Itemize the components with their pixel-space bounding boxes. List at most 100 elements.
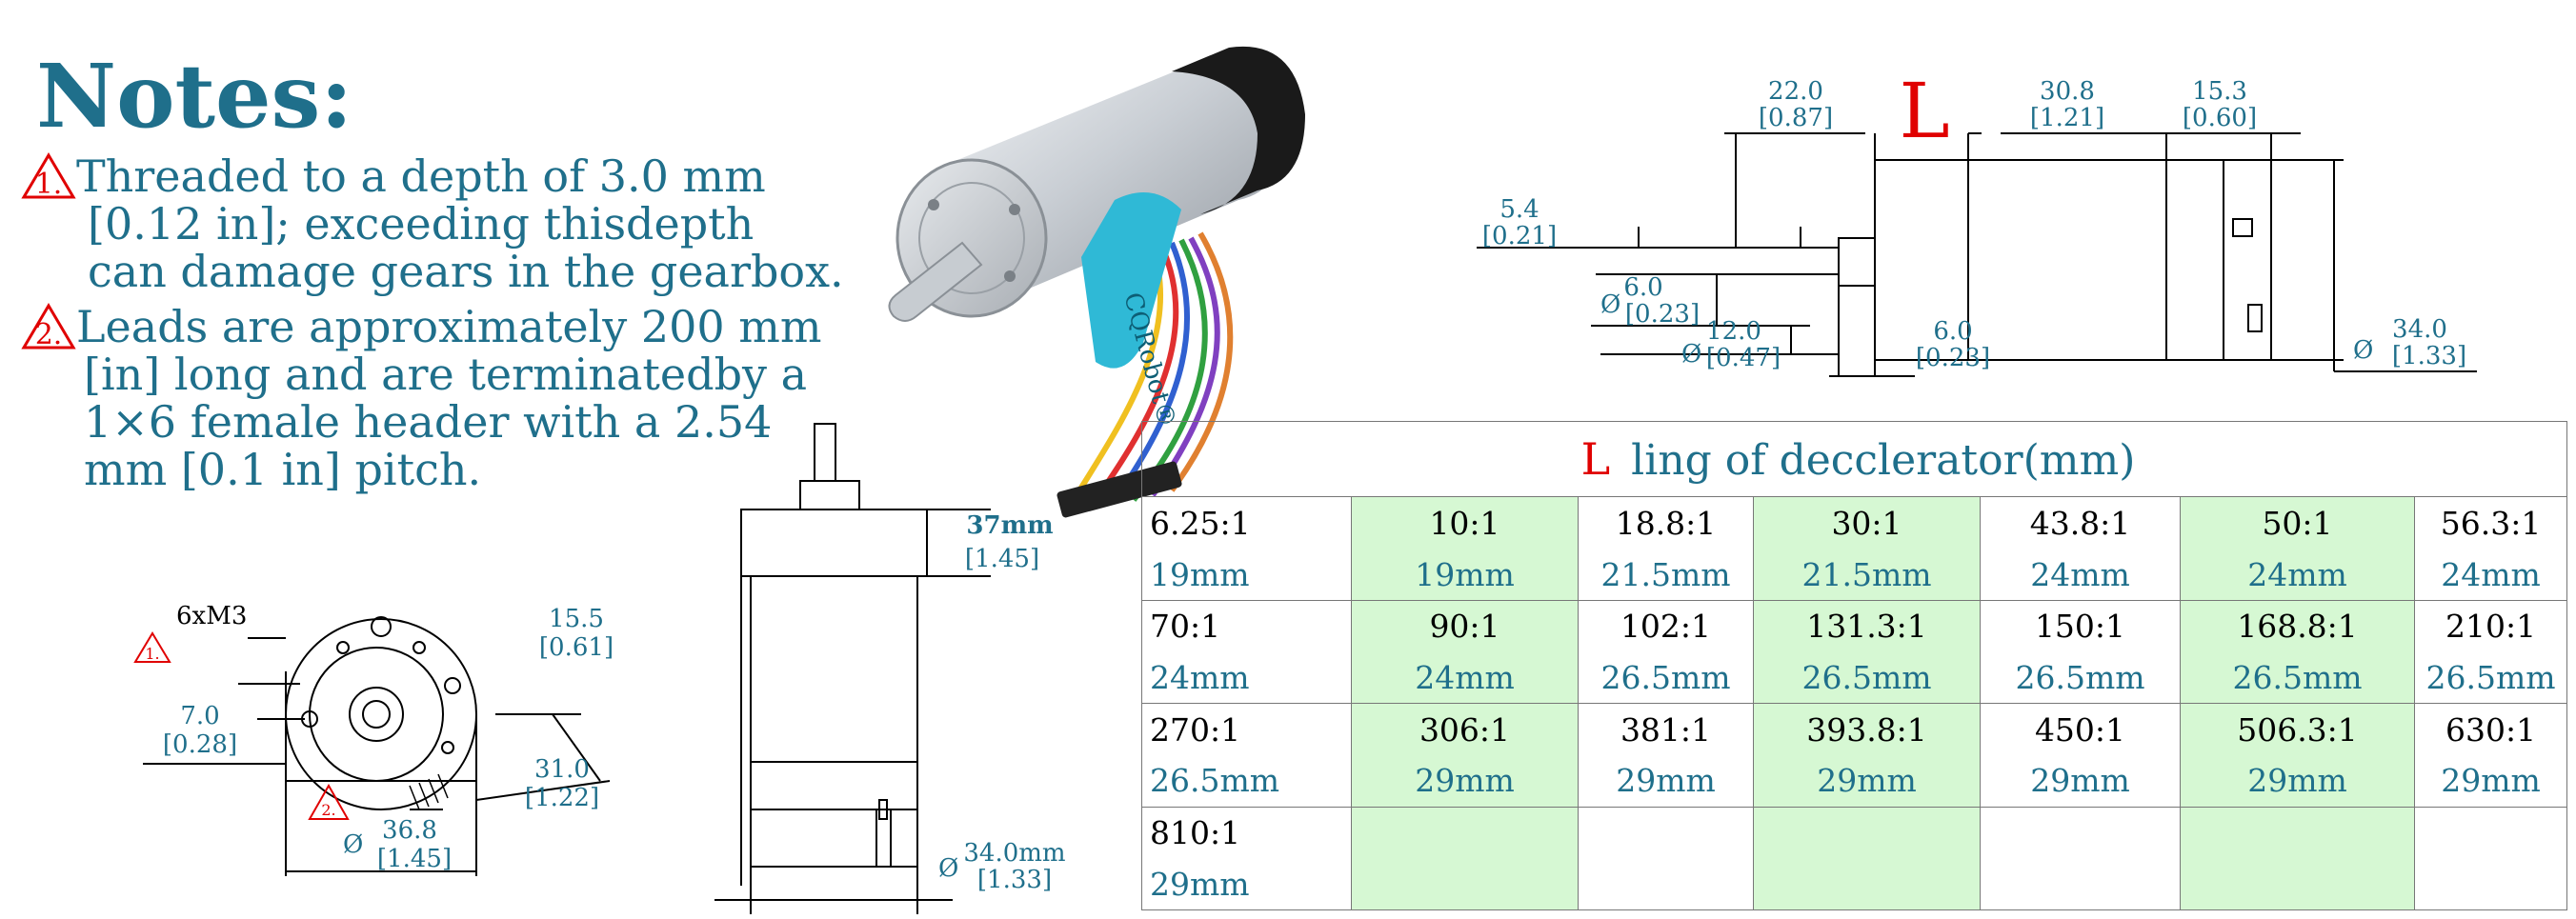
length-cell: 24mm [2180,549,2415,601]
note-1: 1. Threaded to a depth of 3.0 mm [0.12 i… [21,152,844,295]
ratio-cell: 30:1 [1753,496,1981,549]
svg-text:22.0: 22.0 [1768,77,1823,106]
svg-text:[1.22]: [1.22] [525,784,599,812]
svg-text:15.3: 15.3 [2192,77,2247,106]
note-1-line-1: Threaded to a depth of 3.0 mm [76,150,766,202]
svg-text:12.0: 12.0 [1706,317,1761,346]
ratio-cell [2413,806,2568,859]
svg-text:30.8: 30.8 [2040,77,2095,106]
length-cell: 24mm [1351,651,1579,705]
length-cell: 29mm [2180,754,2415,808]
svg-text:1.: 1. [35,168,63,200]
ratio-cell [1578,806,1754,859]
ratio-cell: 450:1 [1980,703,2181,755]
svg-text:1.: 1. [145,645,159,663]
svg-text:[0.23]: [0.23] [1625,300,1700,329]
svg-text:5.4: 5.4 [1499,195,1539,224]
length-cell: 29mm [2413,754,2568,808]
ratio-cell: 90:1 [1351,599,1579,652]
ratio-cell: 102:1 [1578,599,1754,652]
ratio-cell: 306:1 [1351,703,1579,755]
ratio-cell: 210:1 [2413,599,2568,652]
note-2-line-2: [in] long and are terminatedby a [84,349,808,400]
svg-text:Ø: Ø [2353,336,2373,365]
svg-text:[0.60]: [0.60] [2183,104,2257,132]
svg-text:36.8: 36.8 [382,816,437,845]
svg-text:6.0: 6.0 [1933,317,1972,346]
svg-text:Ø: Ø [938,854,958,883]
length-cell: 29mm [1141,858,1352,911]
svg-text:15.5: 15.5 [549,605,604,633]
svg-text:[1.21]: [1.21] [2030,104,2104,132]
svg-text:Ø: Ø [1681,340,1701,369]
note-2-line-1: Leads are approximately 200 mm [76,301,822,352]
svg-text:34.0mm: 34.0mm [963,839,1065,868]
ratio-cell: 393.8:1 [1753,703,1981,755]
length-cell [2413,858,2568,911]
svg-text:37mm: 37mm [966,511,1053,540]
svg-text:7.0: 7.0 [180,702,219,730]
ratio-cell: 168.8:1 [2180,599,2415,652]
warning-triangle-icon: 1. [21,152,76,200]
svg-text:31.0: 31.0 [534,755,590,784]
ratio-cell [1351,806,1579,859]
length-cell: 29mm [1578,754,1754,808]
ratio-cell [2180,806,2415,859]
svg-text:[0.61]: [0.61] [539,633,614,662]
svg-text:6xM3: 6xM3 [176,602,247,630]
middle-view-drawing: 37mm [1.45] Ø 34.0mm [1.33] [714,423,1066,914]
length-cell [1578,858,1754,911]
svg-text:2.: 2. [321,801,335,819]
ratio-cell: 506.3:1 [2180,703,2415,755]
note-2: 2. Leads are approximately 200 mm [in] l… [21,303,822,493]
length-cell [1980,858,2181,911]
ratio-cell: 50:1 [2180,496,2415,549]
length-cell [1753,858,1981,911]
motor-photo: CQRobot® [888,46,1305,518]
svg-text:[1.33]: [1.33] [2392,342,2466,370]
length-cell [2180,858,2415,911]
length-cell: 26.5mm [2413,651,2568,705]
length-cell: 21.5mm [1578,549,1754,601]
svg-text:[1.45]: [1.45] [377,845,452,873]
length-cell: 26.5mm [1578,651,1754,705]
svg-text:[0.47]: [0.47] [1706,344,1781,372]
ratio-cell: 150:1 [1980,599,2181,652]
svg-text:2.: 2. [35,318,63,350]
ratio-cell: 630:1 [2413,703,2568,755]
length-cell: 26.5mm [1753,651,1981,705]
warning-triangle-icon: 2. [21,303,76,350]
length-cell: 26.5mm [1980,651,2181,705]
ratio-cell: 56.3:1 [2413,496,2568,549]
ratio-cell: 43.8:1 [1980,496,2181,549]
ratio-cell [1980,806,2181,859]
length-cell: 29mm [1351,754,1579,808]
length-cell: 19mm [1141,549,1352,601]
svg-text:6.0: 6.0 [1623,273,1662,302]
length-cell: 24mm [1980,549,2181,601]
length-cell: 24mm [1141,651,1352,705]
svg-text:[0.21]: [0.21] [1482,222,1557,250]
ratio-cell: 6.25:1 [1141,496,1352,549]
ratio-cell: 381:1 [1578,703,1754,755]
length-cell [1351,858,1579,911]
note-2-line-4: mm [0.1 in] pitch. [84,444,482,495]
svg-text:[0.87]: [0.87] [1759,104,1833,132]
length-cell: 26.5mm [1141,754,1352,808]
length-cell: 21.5mm [1753,549,1981,601]
ratio-cell [1753,806,1981,859]
ratio-cell: 270:1 [1141,703,1352,755]
length-cell: 29mm [1980,754,2181,808]
length-cell: 19mm [1351,549,1579,601]
notes-title: Notes: [36,45,353,148]
front-view-drawing: 1. 6xM3 2. 7.0 [0.28] 15.5 [0.61] 31.0 [… [133,602,614,876]
svg-text:[1.33]: [1.33] [977,866,1052,894]
svg-text:[0.28]: [0.28] [163,730,237,759]
svg-text:[1.45]: [1.45] [965,545,1039,573]
svg-text:Ø: Ø [343,830,363,859]
ratio-cell: 18.8:1 [1578,496,1754,549]
length-cell: 26.5mm [2180,651,2415,705]
note-2-line-3: 1×6 female header with a 2.54 [84,396,773,448]
